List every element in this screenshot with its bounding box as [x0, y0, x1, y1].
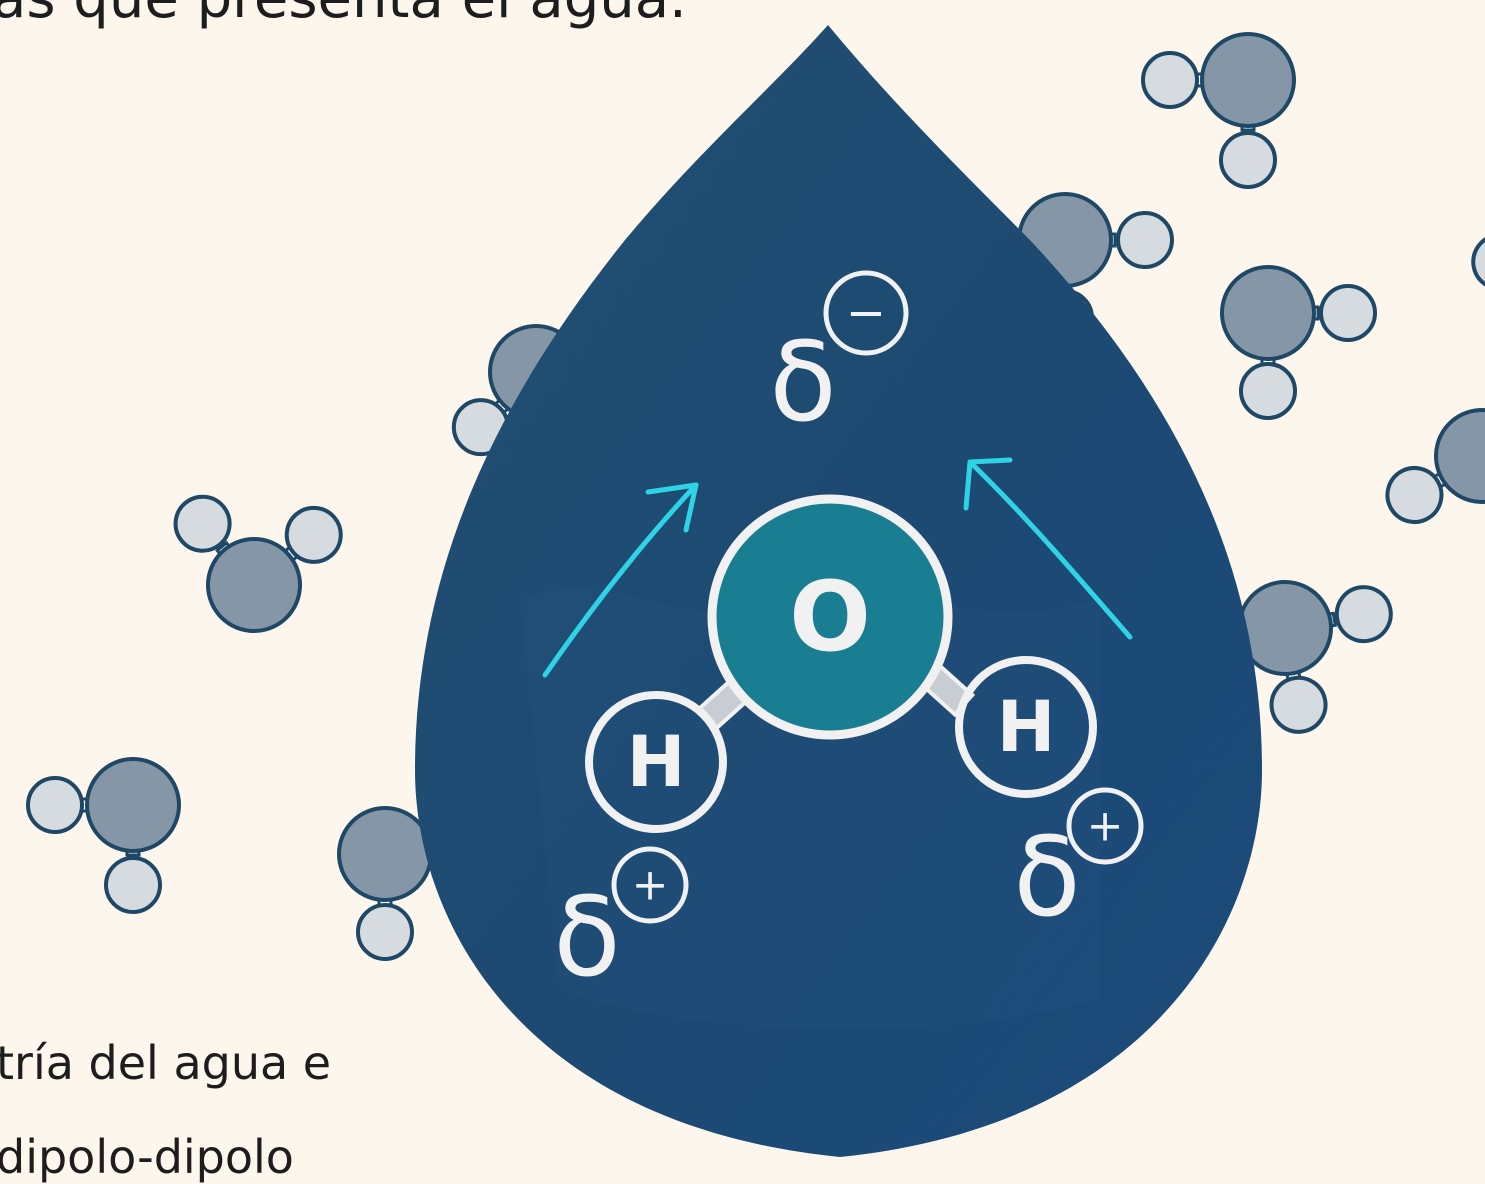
body-text-line: dipolo-dipolo: [0, 1130, 294, 1184]
positive-sign: +: [632, 860, 669, 911]
positive-sign: +: [1087, 801, 1124, 852]
charge-circle: [1066, 787, 1144, 865]
water-molecule-icon: [1366, 391, 1485, 604]
negative-sign: −: [846, 285, 886, 341]
water-molecule-icon: [26, 757, 181, 914]
partial-charge-negative: δ −: [769, 270, 909, 446]
partial-charge-positive-right: δ +: [1013, 787, 1144, 941]
water-molecule-icon: [147, 433, 367, 652]
arrow-icon: [542, 482, 699, 678]
delta-symbol: δ: [553, 873, 620, 1001]
hydrogen-atom-right: [955, 656, 1097, 798]
charge-circle: [611, 846, 689, 924]
water-molecule-icon: [1141, 32, 1296, 189]
body-text-line: tría del agua e: [0, 1036, 332, 1090]
water-molecule-icon: [1445, 131, 1485, 348]
partial-charge-positive-left: δ +: [553, 846, 689, 1001]
water-molecule-icon: [1220, 265, 1377, 420]
hydrogen-label-right: H: [997, 686, 1056, 768]
hydrogen-atom-left: [585, 691, 727, 833]
arrow-icon: [963, 457, 1133, 640]
water-molecule-illustration: O H H δ − δ + δ +: [26, 25, 1485, 1157]
oxygen-atom: [707, 494, 953, 740]
hydrogen-label-left: H: [627, 721, 686, 803]
charge-circle: [823, 270, 909, 356]
heading-fragment: as que presenta el agua.: [0, 0, 687, 31]
delta-symbol: δ: [769, 318, 836, 446]
oxygen-label: O: [789, 561, 871, 673]
